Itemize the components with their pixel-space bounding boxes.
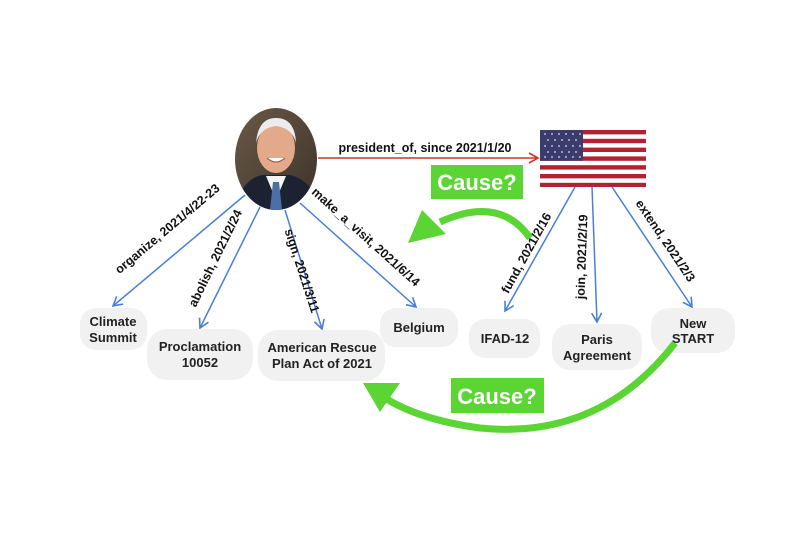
us-flag bbox=[540, 130, 646, 187]
edge-abolish bbox=[198, 206, 261, 330]
node-american-rescue-plan: American Rescue Plan Act of 2021 bbox=[258, 330, 385, 381]
person-photo bbox=[235, 108, 317, 210]
edge-fund bbox=[504, 186, 576, 313]
svg-text:Paris: Paris bbox=[581, 332, 613, 347]
node-ifad-12: IFAD-12 bbox=[469, 319, 540, 358]
svg-text:Climate: Climate bbox=[90, 314, 137, 329]
svg-text:START: START bbox=[672, 331, 714, 346]
svg-text:Plan Act of 2021: Plan Act of 2021 bbox=[272, 356, 372, 371]
edge-extend bbox=[611, 186, 693, 309]
edge-make-a-visit bbox=[299, 202, 418, 309]
edge-label-extend: extend, 2021/2/3 bbox=[633, 197, 698, 284]
svg-text:New: New bbox=[680, 316, 708, 331]
node-new-start: New START bbox=[651, 308, 735, 353]
edge-label-join: join, 2021/2/19 bbox=[573, 214, 590, 300]
svg-text:Summit: Summit bbox=[89, 330, 137, 345]
edge-label-make-a-visit: make_a_visit, 2021/6/14 bbox=[309, 185, 423, 289]
svg-text:Agreement: Agreement bbox=[563, 348, 632, 363]
edge-join bbox=[590, 186, 603, 324]
svg-text:IFAD-12: IFAD-12 bbox=[481, 331, 529, 346]
svg-text:Belgium: Belgium bbox=[393, 320, 444, 335]
cause-arrow-top bbox=[408, 208, 533, 243]
cause-label-top: Cause? bbox=[431, 165, 523, 199]
president-of-label: president_of, since 2021/1/20 bbox=[338, 141, 511, 155]
edge-sign bbox=[284, 209, 325, 331]
node-climate-summit: Climate Summit bbox=[80, 308, 147, 350]
node-belgium: Belgium bbox=[380, 308, 458, 347]
node-paris-agreement: Paris Agreement bbox=[552, 324, 642, 370]
edge-label-abolish: abolish, 2021/2/24 bbox=[186, 207, 245, 309]
svg-text:American Rescue: American Rescue bbox=[267, 340, 376, 355]
svg-text:Cause?: Cause? bbox=[457, 384, 536, 409]
svg-text:Cause?: Cause? bbox=[437, 170, 516, 195]
node-proclamation-10052: Proclamation 10052 bbox=[147, 329, 253, 380]
edge-label-fund: fund, 2021/2/16 bbox=[499, 210, 555, 295]
svg-text:Proclamation: Proclamation bbox=[159, 339, 241, 354]
svg-text:10052: 10052 bbox=[182, 355, 218, 370]
cause-arrow-bottom bbox=[363, 340, 678, 433]
edge-organize bbox=[111, 194, 246, 308]
edge-label-sign: sign, 2021/3/11 bbox=[282, 227, 322, 315]
cause-label-bottom: Cause? bbox=[451, 378, 544, 413]
